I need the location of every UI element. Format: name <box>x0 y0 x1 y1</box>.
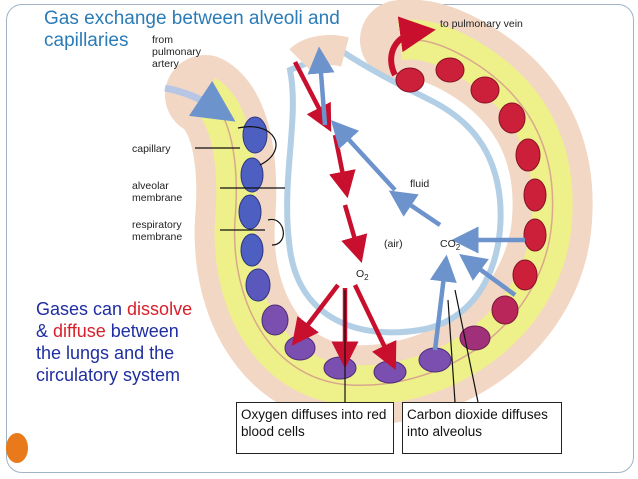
co2-text: CO <box>440 238 456 250</box>
callout-part3: between the lungs and the circulatory sy… <box>36 321 181 385</box>
o2-text: O <box>356 268 365 280</box>
slide-marker-icon <box>6 433 28 463</box>
label-o2: O2 <box>356 268 369 284</box>
callout-dissolve: dissolve <box>127 299 193 319</box>
callout-diffuse: diffuse <box>53 321 106 341</box>
page-title: Gas exchange between alveoli and capilla… <box>44 8 340 51</box>
leader-lines <box>195 126 479 403</box>
label-air: (air) <box>384 238 403 250</box>
callout-part2: & <box>36 321 54 341</box>
label-to-vein: to pulmonary vein <box>440 18 523 30</box>
inflow-arrow <box>164 80 236 122</box>
co2-subscript: 2 <box>455 243 461 253</box>
label-from-artery: from pulmonary artery <box>152 34 202 70</box>
outflow-arrow <box>388 16 436 77</box>
label-fluid: fluid <box>410 178 430 190</box>
co2-arrows <box>307 46 525 351</box>
co2-box: Carbon dioxide diffuses into alveolus <box>402 402 562 454</box>
oxygen-box: Oxygen diffuses into red blood cells <box>236 402 394 454</box>
gases-callout: Gases can dissolve & diffuse between the… <box>36 298 206 386</box>
label-alveolar-membrane: alveolar membrane <box>132 180 183 204</box>
label-respiratory-membrane: respiratory membrane <box>132 219 183 243</box>
o2-subscript: 2 <box>364 273 369 283</box>
label-capillary: capillary <box>132 143 171 155</box>
label-co2: CO2 <box>440 238 460 254</box>
callout-part1: Gases can <box>36 299 128 319</box>
red-blood-cells <box>238 57 547 384</box>
